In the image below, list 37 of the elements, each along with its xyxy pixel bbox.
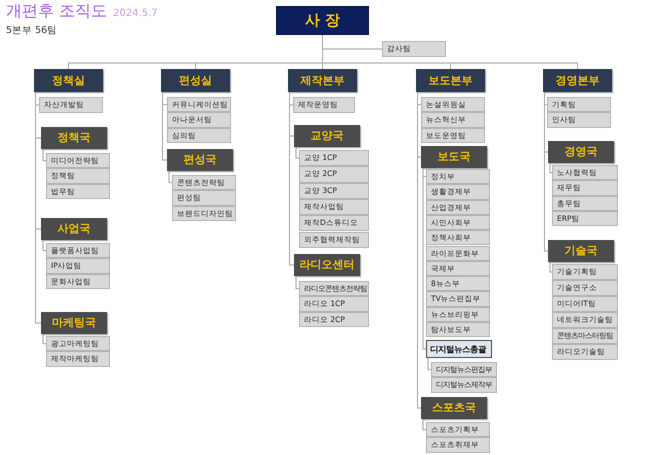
unit-header: 디지털뉴스총괄 [426, 340, 492, 358]
connector-line [422, 418, 426, 430]
bureau-header: 교양국 [294, 125, 360, 147]
connector-line [550, 262, 552, 272]
division-header: 편성실 [161, 69, 230, 92]
bureau-header: 경영국 [548, 141, 614, 163]
connector-line [296, 276, 300, 290]
bureau-header: 기술국 [548, 240, 614, 262]
bureau-header: 편성국 [167, 149, 233, 171]
connector-line [428, 358, 432, 370]
connector-line [42, 240, 46, 252]
connector-line [162, 92, 168, 160]
connector-line [42, 148, 46, 162]
connector-line [544, 92, 548, 252]
summary-label: 5본부 56팀 [6, 24, 58, 37]
division-header: 보도본부 [416, 69, 485, 92]
ceo-box: 사 장 [276, 6, 369, 35]
connector-line [35, 92, 42, 324]
bureau-header: 마케팅국 [41, 312, 107, 334]
bureau-header: 보도국 [421, 146, 487, 168]
connector-line [289, 92, 294, 266]
connector-line [168, 170, 172, 184]
date-label: 2024.5.7 [113, 8, 158, 19]
connector-line [42, 334, 46, 344]
connector-line [296, 146, 300, 159]
division-header: 경영본부 [543, 69, 612, 92]
division-header: 정책실 [34, 69, 103, 92]
bureau-header: 정책국 [41, 127, 107, 149]
bureau-header: 스포츠국 [421, 397, 487, 419]
connector-line [322, 34, 578, 70]
bureau-header: 라디오센터 [294, 254, 360, 276]
connector-line [550, 162, 552, 174]
connector-line [417, 92, 422, 408]
bureau-header: 사업국 [41, 218, 107, 240]
division-header: 제작본부 [288, 69, 357, 92]
chart-title: 개편후 조직도 [6, 1, 108, 22]
connector-line [422, 168, 426, 350]
